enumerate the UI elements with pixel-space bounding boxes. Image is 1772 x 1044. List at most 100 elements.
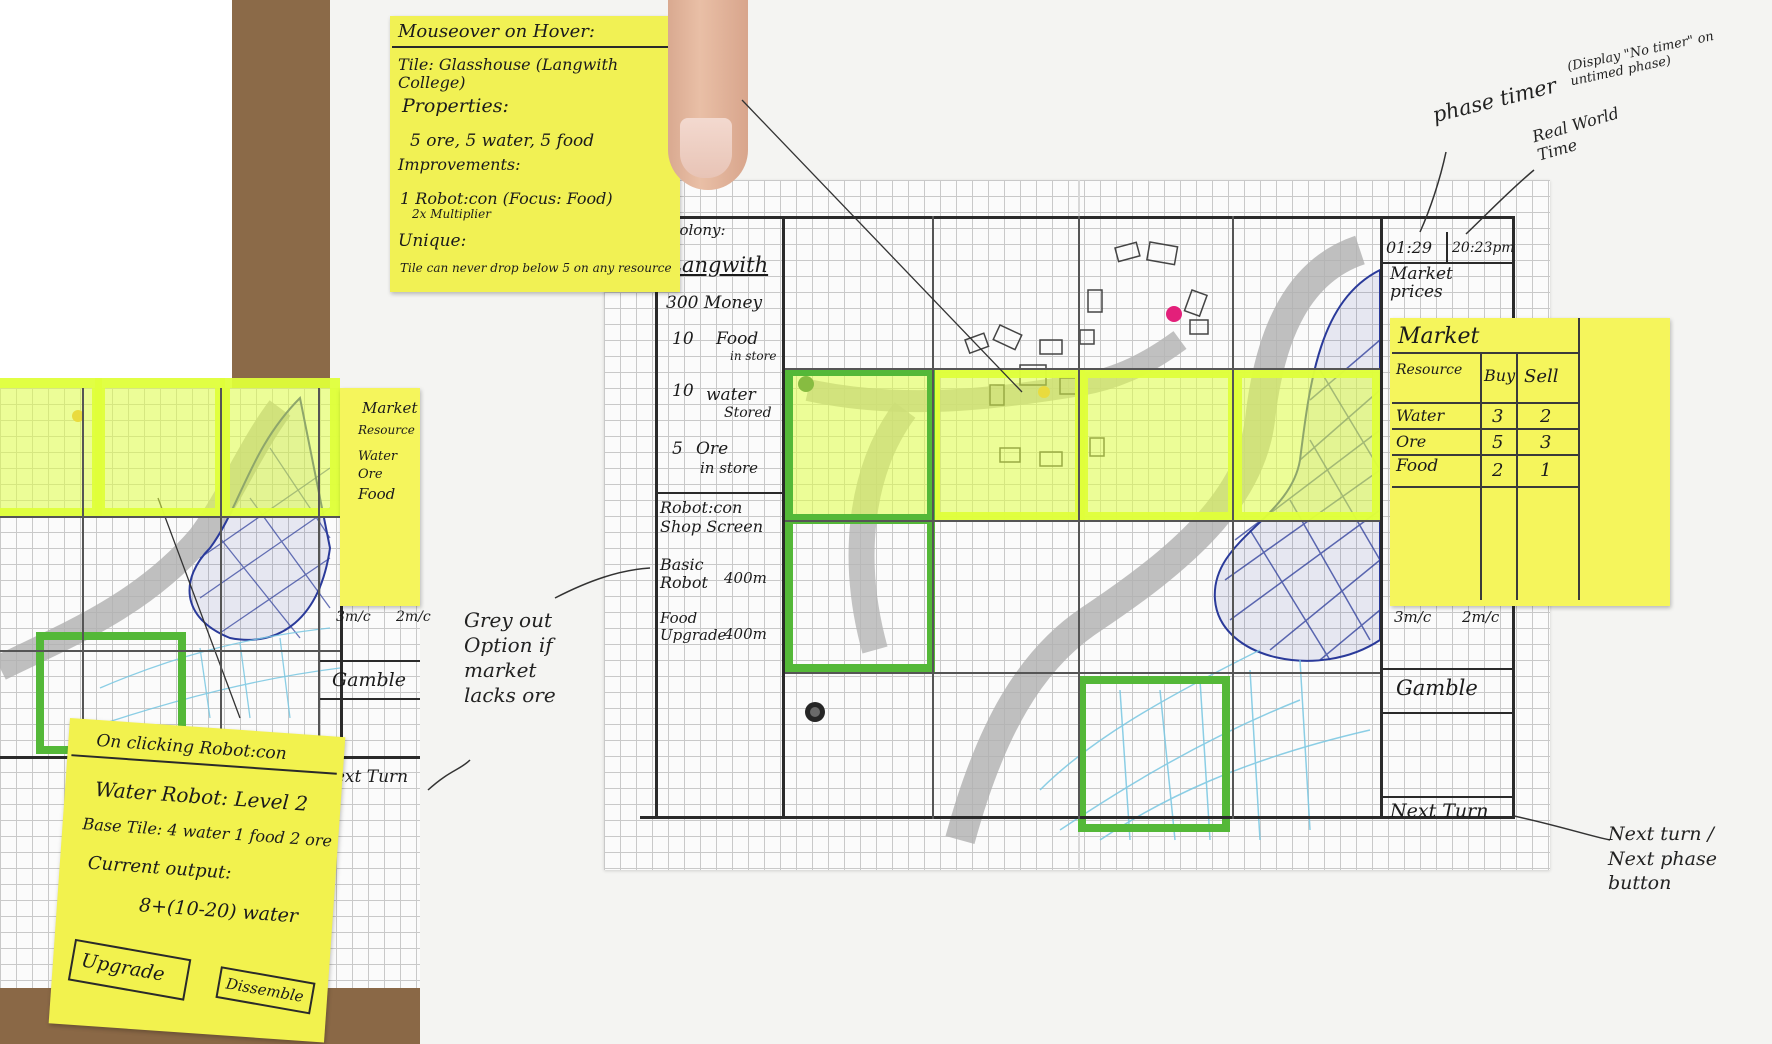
water-sub: Stored [724,405,772,421]
mouseover-improvement-item: 1 Robot:con (Focus: Food) [400,189,613,208]
market-title: Market [1398,324,1480,349]
inset-col-line-1 [82,388,84,758]
inset-row-line-2 [0,650,340,652]
food-label: Food [716,329,759,349]
food-amount: 10 [672,329,694,349]
market-row-ore-sell[interactable]: 3 [1540,432,1552,453]
upgrade-button-label: Upgrade [79,949,167,986]
water-label: water [706,385,756,405]
mouseover-tile: Tile: Glasshouse (Langwith College) [398,55,619,93]
market-row-food-buy[interactable]: 2 [1492,460,1504,481]
market-row-ore-buy[interactable]: 5 [1492,432,1504,453]
inset-row-line-1 [0,516,340,518]
inset-panel-sep-2 [320,698,420,700]
grid-col-1 [932,216,934,819]
mouseover-properties-label: Properties: [402,95,509,117]
mouseover-unique-label: Unique: [398,231,467,251]
mouseover-title: Mouseover on Hover: [398,21,595,42]
next-turn-button[interactable]: Next Turn [1390,800,1489,822]
desk-surface [232,0,332,388]
mouseover-sticky-note [390,16,680,292]
left-panel-sep [655,492,782,494]
inset-col-line-2 [220,388,222,758]
inset-tile-1[interactable] [0,378,102,518]
inset-market-label: Market [362,399,418,417]
gamble-button[interactable]: Gamble [1396,676,1478,700]
market-row-line-4 [1392,486,1578,488]
market-row-food-resource: Food [1396,456,1439,476]
inset-gamble[interactable]: Gamble [332,669,407,691]
inset-col-line-4 [318,388,320,768]
shop-title: Robot:con Shop Screen [660,498,764,537]
mouseover-unique-value: Tile can never drop below 5 on any resou… [400,261,672,275]
ore-label: Ore [696,439,729,459]
inset-tile-2[interactable] [95,378,225,518]
river-diagonal [945,235,1366,844]
market-row-water-sell[interactable]: 2 [1540,406,1552,427]
panel-divider-right [1380,216,1383,819]
grid-col-2 [1078,216,1080,819]
market-col-line-2 [1516,352,1518,600]
robotcon-line-4: 8+(10-20) water [138,894,299,928]
inset-price-a: 3m/c [336,609,371,625]
money-readout: 300 Money [666,293,763,313]
dissemble-button[interactable]: Dissemble [215,966,316,1015]
annotation-grey-out: Grey out Option if market lacks ore [464,608,556,707]
right-panel-sep-2 [1380,668,1512,670]
market-row-line-2 [1392,428,1578,430]
market-row-food-sell[interactable]: 1 [1540,460,1552,481]
market-header-resource: Resource [1396,362,1463,378]
shop-item-basic-robot[interactable]: Basic Robot [660,555,708,592]
phase-timer: 01:29 [1386,238,1433,257]
upgrade-button[interactable]: Upgrade [67,938,192,1001]
robotcon-click-content: On clicking Robot:con Water Robot: Level… [49,718,346,1043]
food-sub: in store [730,349,777,363]
market-row-water-resource: Water [1396,406,1445,425]
market-header-line [1392,352,1578,354]
shop-item-food-upgrade-price: 400m [724,625,767,643]
mouseover-improvement-multiplier: 2x Multiplier [412,207,491,221]
right-panel-sep-3 [1380,712,1512,714]
ore-amount: 5 [672,439,683,459]
market-header-sell: Sell [1524,366,1559,387]
inset-food-label: Food [358,485,396,503]
fingernail [680,118,732,178]
grid-row-2 [785,520,1380,522]
real-world-time: 20:23pm [1452,240,1515,256]
map-frame-left [655,216,658,819]
inset-water-label: Water [358,449,398,464]
tile-highlight-4[interactable] [1232,368,1382,522]
grid-row-1 [785,368,1380,370]
robotcon-line-2: Base Tile: 4 water 1 food 2 ore [81,814,333,851]
mouseover-title-line [392,46,680,48]
shop-item-basic-robot-price: 400m [724,569,767,587]
annotation-next-turn: Next turn / Next phase button [1608,823,1717,895]
inset-ore-label: Ore [358,467,383,482]
right-panel-sep-1 [1380,262,1512,264]
market-header-buy: Buy [1484,366,1516,385]
lake [1213,268,1381,662]
timer-divider [1446,232,1448,262]
inset-market-sticky [340,388,420,606]
dissemble-button-label: Dissemble [224,974,306,1006]
inset-panel-sep-1 [320,660,420,662]
market-row-ore-resource: Ore [1396,432,1427,451]
owned-tile-3[interactable] [1078,676,1230,832]
market-prices-label: Market prices [1390,264,1453,302]
market-sticky-note [1390,318,1670,606]
grid-col-3 [1232,216,1234,819]
colony-name: Langwith [668,253,769,277]
market-row-line-3 [1392,454,1578,456]
market-col-line-1 [1480,352,1482,600]
market-col-line-3 [1578,318,1580,600]
colony-label: Colony: [668,221,726,239]
market-row-line-1 [1392,402,1578,404]
inset-tile-3[interactable] [220,378,340,518]
shop-item-food-upgrade[interactable]: Food Upgrade [660,609,727,644]
right-panel-sep-4 [1380,796,1512,798]
robotcon-line-1: Water Robot: Level 2 [94,776,309,816]
map-frame-bottom [640,816,1515,819]
water-amount: 10 [672,381,694,401]
market-row-water-buy[interactable]: 3 [1492,406,1504,427]
